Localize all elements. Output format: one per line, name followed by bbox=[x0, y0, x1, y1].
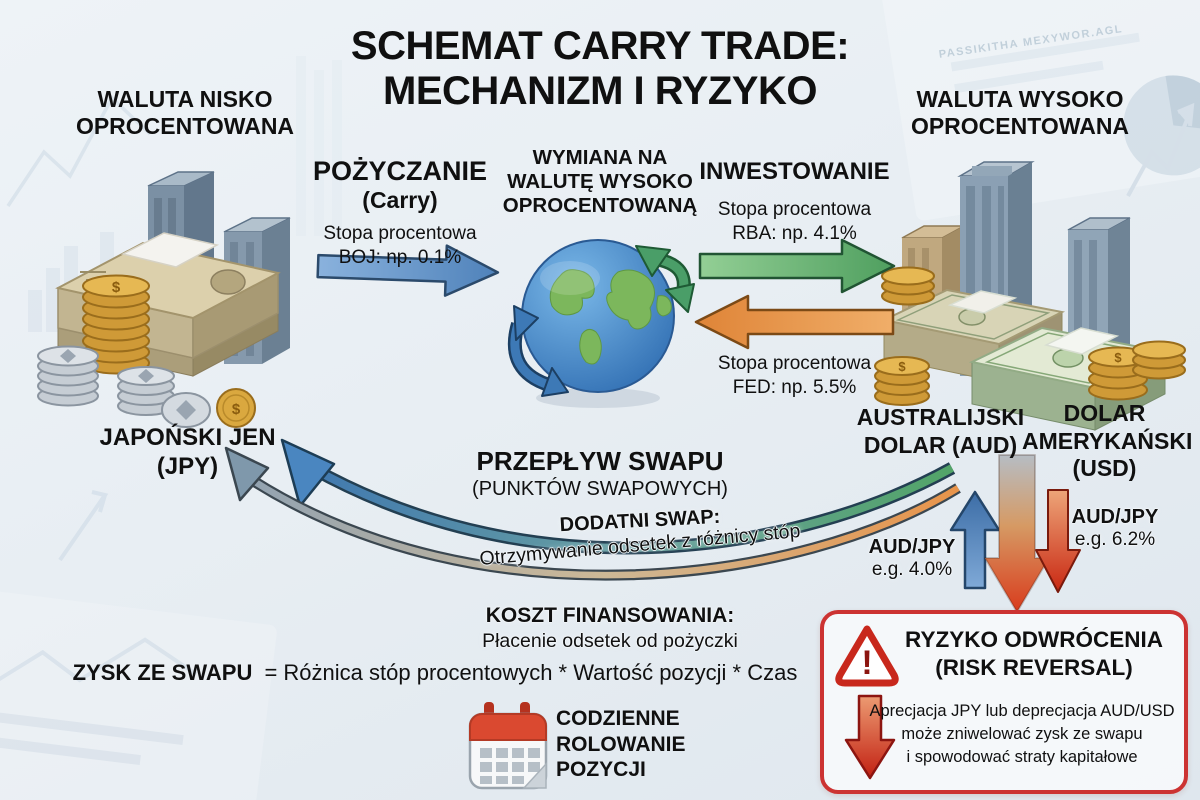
borrow-arrow bbox=[316, 244, 500, 297]
risk-down-arrow-icon bbox=[844, 694, 896, 780]
audjpy-negative-label: AUD/JPY e.g. 6.2% bbox=[1056, 506, 1174, 551]
aud-label: AUSTRALIJSKI DOLAR (AUD) bbox=[856, 404, 1025, 458]
borrow-block: POŻYCZANIE (Carry) Stopa procentowa BOJ:… bbox=[285, 156, 515, 270]
silver-coins-icon bbox=[37, 345, 211, 428]
usd-label: DOLAR AMERYKAŃSKI (USD) bbox=[1022, 400, 1193, 482]
audjpy-negative-pair: AUD/JPY bbox=[1071, 506, 1159, 528]
usd-assets-illustration: $ $ bbox=[874, 161, 1186, 431]
audjpy-positive-pair: AUD/JPY bbox=[868, 536, 956, 558]
swap-profit-label: ZYSK ZE SWAPU bbox=[72, 660, 253, 685]
swap-flow-arrow-positive bbox=[280, 438, 956, 555]
swap-flow-arrow-cost bbox=[224, 446, 961, 581]
page-title: SCHEMAT CARRY TRADE: MECHANIZM I RYZYKO bbox=[350, 24, 850, 114]
gold-coins-icon: $ bbox=[82, 274, 150, 375]
audjpy-positive-value: e.g. 4.0% bbox=[871, 559, 953, 580]
borrow-rate: Stopa procentowa BOJ: np. 0.1% bbox=[323, 223, 477, 268]
exchange-label: WYMIANA NA WALUTĘ WYSOKO OPROCENTOWANĄ bbox=[502, 146, 698, 218]
swap-profit-expression: = Różnica stóp procentowych * Wartość po… bbox=[264, 660, 798, 685]
svg-text:$: $ bbox=[898, 359, 906, 374]
high-rate-currency-header: WALUTA WYSOKO OPROCENTOWANA bbox=[910, 86, 1130, 140]
yen-assets-illustration: $ $ bbox=[37, 171, 291, 428]
gold-coin-single-icon: $ bbox=[216, 388, 256, 428]
jpy-label: JAPOŃSKI JEN (JPY) bbox=[99, 424, 276, 480]
background-columns bbox=[296, 56, 342, 236]
financing-cost-desc: Płacenie odsetek od pożyczki bbox=[482, 630, 738, 652]
risk-description: Aprecjacja JPY lub deprecjacja AUD/USD m… bbox=[869, 702, 1175, 767]
audjpy-positive-label: AUD/JPY e.g. 4.0% bbox=[856, 536, 968, 581]
background-growth-arrow-icon bbox=[1126, 102, 1195, 197]
swap-flow-subtitle: (PUNKTÓW SWAPOWYCH) bbox=[472, 478, 728, 500]
calendar-icon bbox=[468, 702, 548, 790]
svg-text:$: $ bbox=[112, 279, 121, 296]
borrow-title: POŻYCZANIE bbox=[312, 156, 487, 186]
background-line-chart bbox=[6, 95, 152, 207]
invest-rate: Stopa procentowa RBA: np. 4.1% bbox=[717, 199, 872, 244]
return-arrow bbox=[694, 294, 895, 350]
invest-arrow bbox=[698, 238, 896, 294]
price-drop-arrow-large bbox=[984, 454, 1050, 613]
exchange-arrow-green-icon bbox=[635, 245, 695, 313]
warning-triangle-icon: ! bbox=[835, 625, 899, 687]
audjpy-negative-value: e.g. 6.2% bbox=[1074, 529, 1156, 550]
gold-coins-right-icon: $ $ bbox=[874, 266, 1186, 406]
risk-reversal-box: ! RYZYKO ODWRÓCENIA (RISK REVERSAL) Apre… bbox=[820, 610, 1188, 794]
exchange-arrow-blue-icon bbox=[507, 305, 569, 397]
svg-text:$: $ bbox=[1114, 350, 1122, 365]
background-panel-bottom-left bbox=[0, 588, 277, 800]
invest-block: INWESTOWANIE Stopa procentowa RBA: np. 4… bbox=[692, 158, 897, 246]
risk-title: RYZYKO ODWRÓCENIA (RISK REVERSAL) bbox=[905, 627, 1163, 681]
audjpy-up-arrow bbox=[949, 490, 1001, 590]
invest-title: INWESTOWANIE bbox=[699, 158, 890, 185]
return-rate: Stopa procentowa FED: np. 5.5% bbox=[717, 353, 872, 398]
swap-profit-formula: ZYSK ZE SWAPU = Różnica stóp procentowyc… bbox=[55, 660, 815, 686]
svg-text:$: $ bbox=[232, 401, 241, 418]
borrow-subtitle: (Carry) bbox=[362, 187, 438, 213]
svg-text:!: ! bbox=[861, 644, 872, 682]
background-arrow-up-left bbox=[58, 490, 109, 562]
price-drop-arrow-small bbox=[1035, 489, 1081, 593]
swap-flow-title: PRZEPŁYW SWAPU bbox=[476, 446, 724, 476]
low-rate-currency-header: WALUTA NISKO OPROCENTOWANA bbox=[75, 86, 295, 140]
rollover-label: CODZIENNE ROLOWANIE POZYCJI bbox=[556, 707, 686, 782]
financing-cost-title: KOSZT FINANSOWANIA: bbox=[485, 604, 735, 627]
